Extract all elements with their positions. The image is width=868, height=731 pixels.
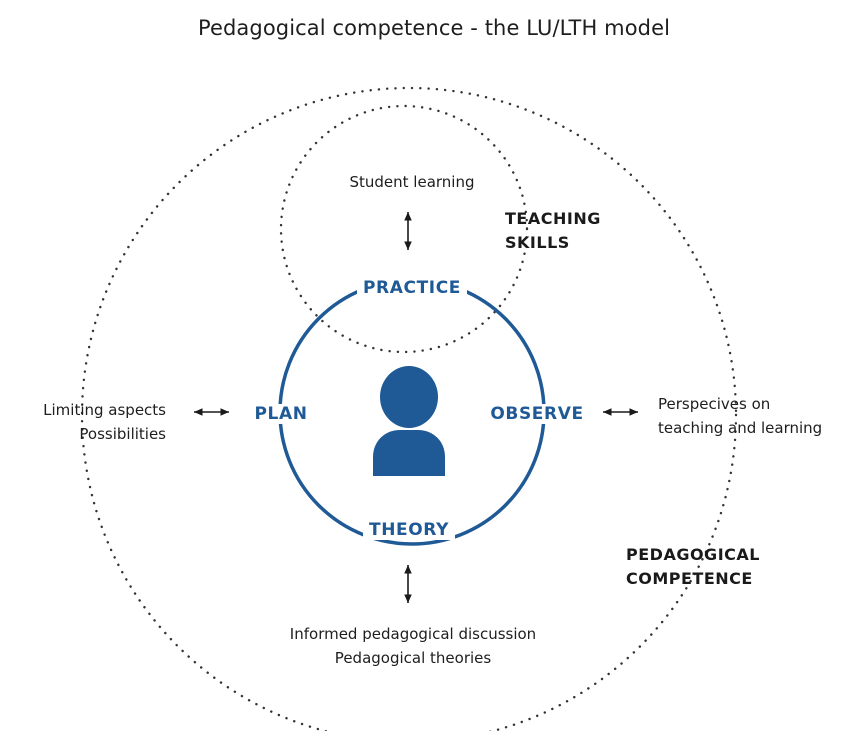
limiting-aspects-text: Limiting aspects [43,401,166,419]
teaching-skills-label: TEACHING SKILLS [505,207,601,255]
pedagogical-competence-label: PEDAGOGICAL COMPETENCE [626,543,760,591]
perspectives-line-2: teaching and learning [658,419,823,437]
diagram-title: Pedagogical competence - the LU/LTH mode… [197,16,671,40]
teaching-skills-line-2: SKILLS [505,233,570,252]
pedagogical-competence-circle [80,86,738,731]
plan-label: PLAN [248,404,314,424]
pedagogical-competence-line-1: PEDAGOGICAL [626,545,760,564]
bottom-connection-text: Informed pedagogical discussion Pedagogi… [290,622,536,670]
left-connection-text: Limiting aspects Possibilities [43,398,166,446]
pedagogical-competence-line-2: COMPETENCE [626,569,753,588]
possibilities-text: Possibilities [79,425,166,443]
right-connection-text: Perspecives on teaching and learning [658,392,822,440]
observe-label: OBSERVE [484,404,590,424]
theory-label: THEORY [363,520,455,540]
teaching-skills-circle [279,104,529,354]
teaching-skills-line-1: TEACHING [505,209,601,228]
perspectives-line-1: Perspecives on [658,395,771,413]
informed-discussion-text: Informed pedagogical discussion [289,625,537,643]
person-icon [373,366,445,476]
pedagogical-theories-text: Pedagogical theories [334,649,492,667]
student-learning-text: Student learning [349,173,475,191]
practice-label: PRACTICE [357,278,467,298]
